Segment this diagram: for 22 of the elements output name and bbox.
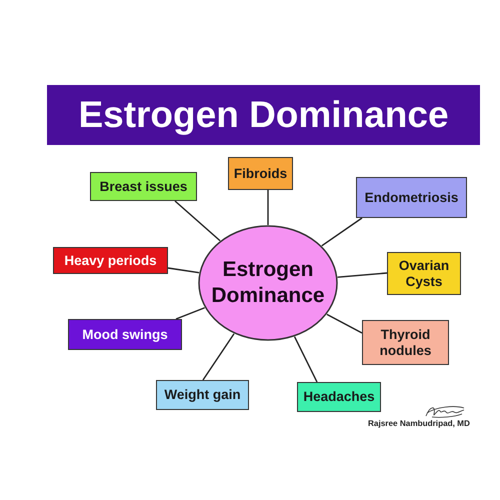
symptom-box: Heavy periods <box>53 247 168 274</box>
symptom-box: Headaches <box>297 382 381 412</box>
symptom-box: Thyroid nodules <box>362 320 449 365</box>
connector-line <box>202 333 235 380</box>
connector-line <box>174 200 221 242</box>
connector-line <box>321 217 362 246</box>
author-credit: Rajsree Nambudripad, MD <box>368 419 470 428</box>
symptom-box: Endometriosis <box>356 177 467 218</box>
connector-line <box>176 307 205 320</box>
title-banner: Estrogen Dominance <box>47 85 480 145</box>
center-ellipse <box>198 225 338 341</box>
connector-line <box>338 272 388 278</box>
connector-line <box>267 190 269 225</box>
symptom-box: Fibroids <box>228 157 293 190</box>
symptom-box: Weight gain <box>156 380 249 410</box>
connector-line <box>326 314 362 334</box>
symptom-box: Mood swings <box>68 319 182 350</box>
connector-line <box>168 267 200 274</box>
connector-line <box>294 336 318 382</box>
symptom-box: Ovarian Cysts <box>387 252 461 295</box>
ellipse-label: Estrogen Dominance <box>210 256 326 309</box>
symptom-box: Breast issues <box>90 172 197 201</box>
